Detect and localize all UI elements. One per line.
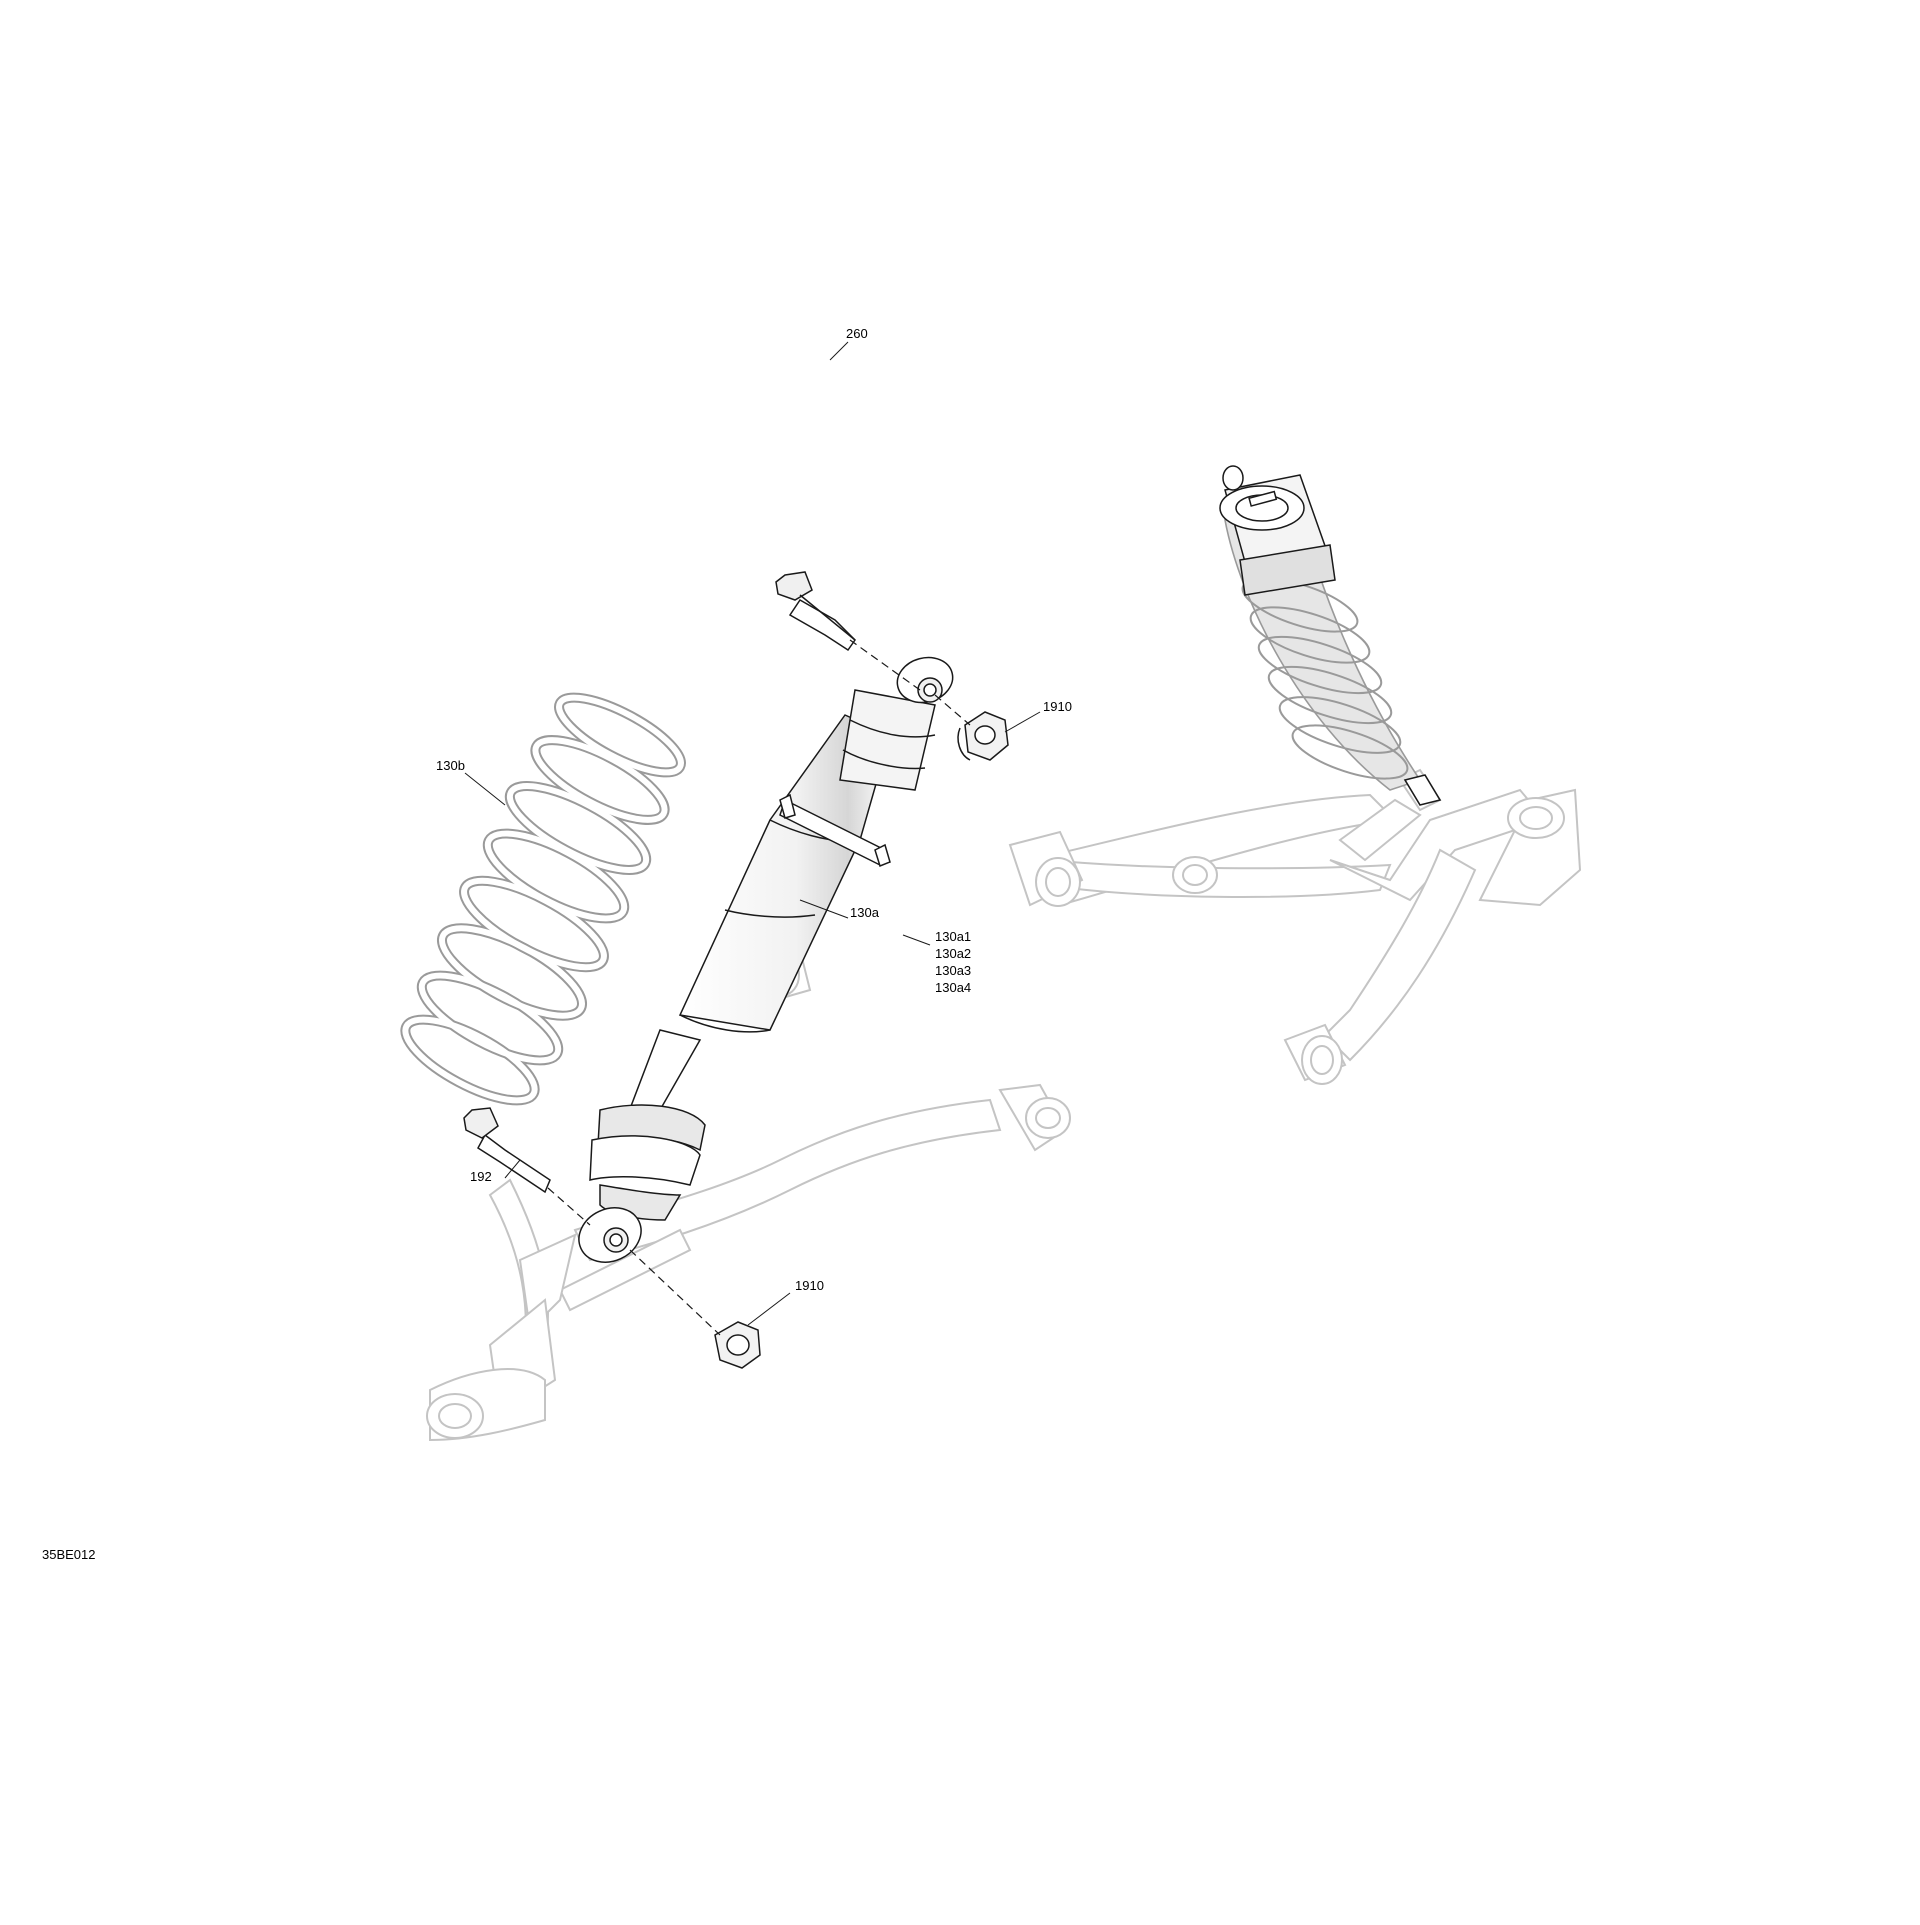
callout-260: 260 — [846, 326, 868, 341]
bolt-192 — [463, 1107, 551, 1194]
callout-130a: 130a — [850, 905, 879, 920]
callout-130a3: 130a3 — [935, 963, 972, 978]
callout-1910-bottom: 1910 — [795, 1278, 824, 1293]
context-a-arm-right — [1008, 768, 1582, 1085]
leader-lines — [464, 341, 1041, 1326]
callout-1910-top: 1910 — [1043, 699, 1072, 714]
context-shock-right — [1219, 465, 1442, 806]
assembly-axis-lines — [547, 639, 971, 1336]
callout-130b: 130b — [436, 758, 465, 773]
callout-192: 192 — [470, 1169, 492, 1184]
callout-130a-subparts: 130a1 130a2 130a3 130a4 — [935, 928, 971, 996]
drawing-code-label: 35BE012 — [42, 1547, 96, 1562]
callout-130a2: 130a2 — [935, 946, 972, 961]
shock-absorber-130a — [578, 656, 954, 1263]
callout-130a1: 130a1 — [935, 929, 972, 944]
nut-1910-top — [957, 711, 1009, 761]
bolt-260 — [775, 571, 856, 652]
nut-1910-bottom — [714, 1321, 761, 1369]
callout-130a4: 130a4 — [935, 980, 972, 995]
coil-spring-130b — [400, 692, 686, 1106]
